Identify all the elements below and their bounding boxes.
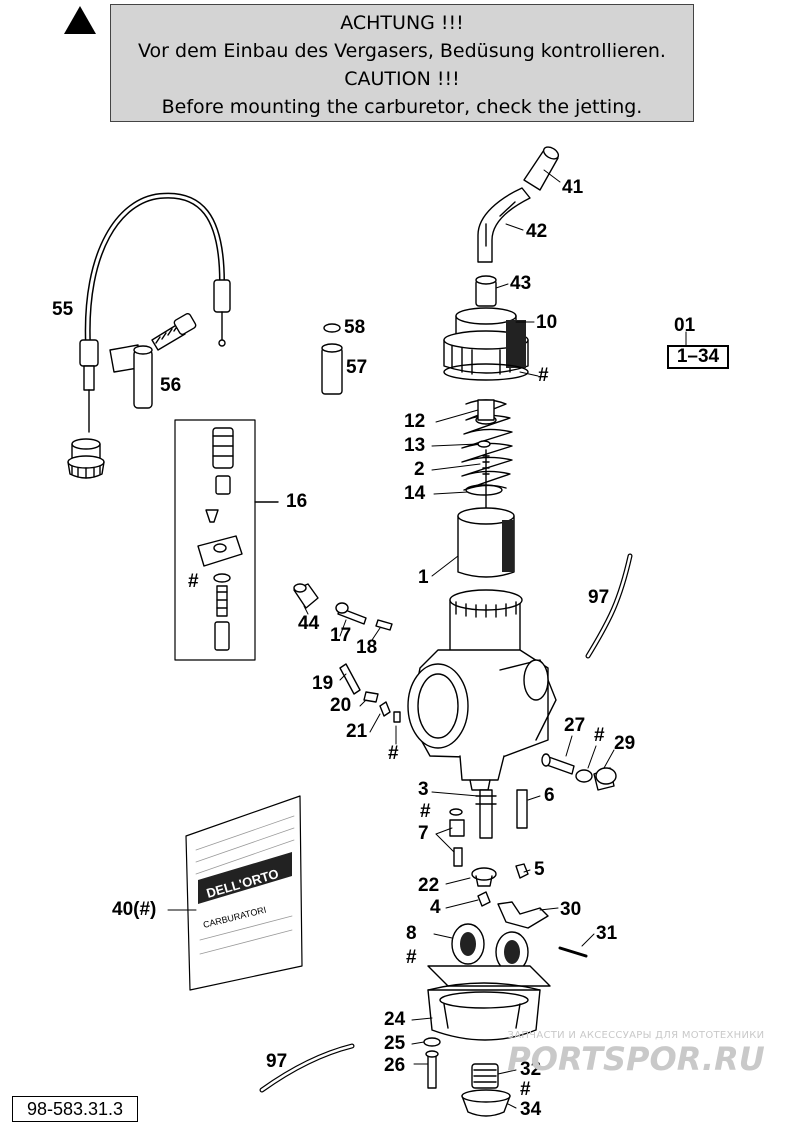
part-21-o-ring [379, 701, 391, 717]
leader-lines [167, 169, 687, 1109]
callout-19: 19 [312, 673, 334, 694]
callout-1: 1 [418, 567, 429, 588]
caution-notice: ACHTUNG !!! Vor dem Einbau des Vergasers… [110, 4, 694, 122]
part-24-float-bowl [427, 982, 541, 1041]
part-44-fitting [293, 583, 319, 609]
callout-hash-16: # [188, 571, 199, 592]
callout-12: 12 [404, 411, 426, 432]
part-19-idle-screw [339, 663, 361, 695]
callout-55: 55 [52, 299, 74, 320]
notice-heading-en: CAUTION !!! [344, 68, 460, 90]
part-12-retainer [475, 399, 497, 425]
notice-text-de: Vor dem Einbau des Vergasers, Bedüsung k… [138, 40, 666, 62]
part-42-cable-guide-tube [477, 187, 531, 263]
callout-hash-7: # [420, 801, 431, 822]
callout-2: 2 [414, 459, 425, 480]
part-3-needle-jet [475, 789, 497, 839]
part-1-throttle-slide [457, 507, 515, 578]
callout-14: 14 [404, 483, 426, 504]
part-2-jet-needle [482, 449, 490, 513]
part-8-floats [451, 923, 529, 973]
callout-20: 20 [330, 695, 352, 716]
callout-10: 10 [536, 312, 558, 333]
callout-hash-8: # [406, 947, 417, 968]
callout-21: 21 [346, 721, 368, 742]
callout-13: 13 [404, 435, 426, 456]
callout-6: 6 [544, 785, 555, 806]
part-20-spring [363, 691, 379, 703]
callout-25: 25 [384, 1033, 406, 1054]
part-32-drain-plug [471, 1063, 499, 1089]
callout-hash-27: # [594, 725, 605, 746]
part-41-cable-fitting [523, 146, 560, 191]
part-29-plug [593, 767, 617, 791]
callout-5: 5 [534, 859, 545, 880]
callout-29: 29 [614, 733, 636, 754]
part-18-screw [375, 619, 393, 631]
part-16-jet-kit [174, 419, 279, 661]
part-6-jet [516, 789, 528, 829]
part-31-pin [558, 946, 588, 958]
callout-27: 27 [564, 715, 586, 736]
callout-34: 34 [520, 1099, 542, 1120]
part-5-plug [515, 863, 529, 879]
callout-8: 8 [406, 923, 417, 944]
callout-42: 42 [526, 221, 548, 242]
callout-97-right: 97 [588, 587, 610, 608]
callout-3: 3 [418, 779, 429, 800]
float-bowl-gasket [427, 965, 551, 987]
callout-57: 57 [346, 357, 368, 378]
part-7-jets [449, 808, 465, 867]
notice-text-en: Before mounting the carburetor, check th… [161, 96, 643, 118]
callout-hash-cap: # [538, 365, 549, 386]
callout-7: 7 [418, 823, 429, 844]
callout-26: 26 [384, 1055, 406, 1076]
callout-24: 24 [384, 1009, 406, 1030]
callout-58: 58 [344, 317, 366, 338]
assembly-number: 01 [674, 315, 696, 336]
part-25-washer [423, 1037, 441, 1047]
callout-hash-21: # [388, 743, 399, 764]
part-26-screw [425, 1050, 439, 1089]
callout-16: 16 [286, 491, 308, 512]
part-17-screw [335, 602, 367, 625]
part-43-adjuster-screw [475, 275, 497, 307]
part-30-float-lever [497, 901, 549, 929]
callout-44: 44 [298, 613, 320, 634]
part-34-plug-cap [461, 1089, 511, 1117]
callout-97-bottom: 97 [266, 1051, 288, 1072]
part-57-sleeve [321, 343, 343, 395]
part-27-washer [575, 769, 593, 783]
callout-30: 30 [560, 899, 582, 920]
callout-31: 31 [596, 923, 618, 944]
part-14-washer [465, 484, 503, 496]
part-40-jet-kit-bag: DELL'ORTO CARBURATORI [185, 795, 303, 991]
part-58-o-ring [323, 323, 341, 333]
callout-40: 40(#) [112, 899, 157, 920]
callout-43: 43 [510, 273, 532, 294]
part-55-throttle-cable [67, 192, 231, 479]
callout-22: 22 [418, 875, 440, 896]
callout-32: 32 [520, 1059, 542, 1080]
assembly-range: 1–34 [667, 345, 729, 369]
callout-4: 4 [430, 897, 441, 918]
warning-triangle-icon [64, 6, 96, 34]
callout-17: 17 [330, 625, 352, 646]
callout-hash-32: # [520, 1079, 531, 1100]
callout-41: 41 [562, 177, 584, 198]
callout-18: 18 [356, 637, 378, 658]
part-27-bolt [541, 753, 575, 775]
diagram-code: 98-583.31.3 [12, 1096, 138, 1122]
notice-heading-de: ACHTUNG !!! [340, 12, 464, 34]
part-13-clip [477, 440, 491, 448]
part-10-carburetor-cap [443, 307, 529, 381]
carburetor-body [407, 589, 557, 791]
callout-56: 56 [160, 375, 182, 396]
part-4-needle [477, 891, 491, 907]
part-22-float-needle-seat [471, 867, 497, 887]
part-56-cable-adjuster [109, 312, 197, 409]
